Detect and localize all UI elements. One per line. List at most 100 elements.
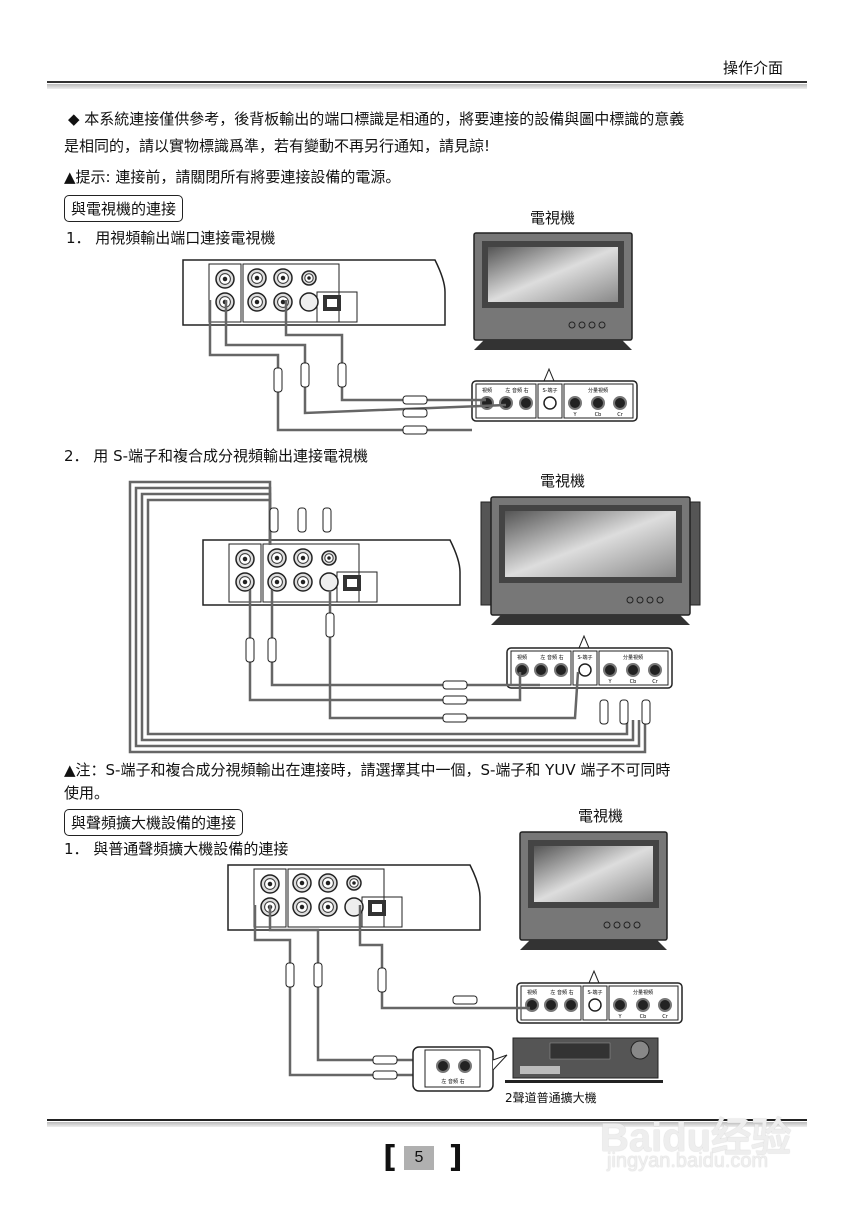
amp-buttons — [520, 1066, 560, 1074]
tv-label-3: 電視機 — [578, 807, 624, 825]
tv-label-2: 電視機 — [540, 472, 586, 490]
section-title-amp: 與聲頻擴大機設備的連接 — [64, 809, 244, 836]
rca-plug-icon — [245, 637, 255, 663]
tv-stand — [474, 340, 632, 350]
plug-body — [285, 962, 295, 988]
rca-plug-icon — [442, 713, 468, 723]
jack-label: Cb — [595, 412, 602, 418]
rca-jack-icon — [613, 396, 627, 410]
tip-text: ▲提示: 連接前，請關閉所有將要連接設備的電源。 — [64, 168, 401, 186]
jack-label: 分量視頻 — [588, 387, 608, 394]
tv-icon — [519, 831, 668, 950]
group — [424, 1049, 481, 1088]
plug-body — [322, 507, 332, 533]
rca-plug-icon — [377, 967, 387, 993]
rca-jack-icon — [554, 663, 568, 677]
plug-body — [273, 367, 283, 393]
plug-body — [267, 637, 277, 663]
rca-plug-icon — [269, 507, 279, 533]
plug-body — [245, 637, 255, 663]
panel-outline — [202, 539, 461, 606]
tv-stand — [520, 940, 667, 950]
cable — [284, 300, 486, 402]
jack-label: Cr — [652, 679, 658, 685]
rca-plug-icon — [599, 699, 609, 725]
rca-pin — [274, 555, 280, 561]
cable — [268, 905, 460, 1062]
plug-body — [269, 507, 279, 533]
plug-body — [372, 1070, 398, 1080]
rca-jack-icon — [515, 663, 529, 677]
cable — [208, 300, 472, 432]
header-rule-shade — [47, 84, 807, 89]
group — [537, 383, 563, 419]
tv-screen — [488, 247, 618, 302]
tv-button — [636, 596, 644, 604]
player-rear-panel — [227, 864, 481, 931]
rca-pin — [327, 556, 331, 560]
group — [510, 650, 572, 686]
rca-pin — [300, 579, 306, 585]
rca-pin — [300, 555, 306, 561]
rca-jack-icon — [591, 396, 605, 410]
callout-pointer — [492, 1054, 508, 1071]
cable — [248, 590, 522, 702]
group — [582, 985, 608, 1021]
rca-jack-icon — [458, 1059, 472, 1073]
rca-plug-icon — [641, 699, 651, 725]
rca-jack-icon — [436, 1059, 450, 1073]
rca-pin — [280, 299, 286, 305]
svideo-jack-icon — [543, 396, 557, 410]
group — [598, 650, 669, 686]
rca-pin — [280, 275, 286, 281]
cable — [146, 498, 629, 736]
rca-jack-icon — [499, 396, 513, 410]
rca-pin — [242, 579, 248, 585]
rca-jack-icon — [519, 396, 533, 410]
rca-plug-icon — [442, 680, 468, 690]
tv-screen — [534, 846, 653, 902]
svideo-port-icon — [319, 572, 339, 592]
rca-pin — [254, 299, 260, 305]
plug-body — [402, 425, 428, 435]
plug-body — [442, 713, 468, 723]
jack-label: S-端子 — [588, 989, 603, 996]
tv-button — [646, 596, 654, 604]
plug-body — [300, 362, 310, 388]
rca-plug-icon — [337, 362, 347, 388]
rca-jack-icon — [603, 663, 617, 677]
rca-plug-icon — [372, 1055, 398, 1065]
tv-button — [578, 321, 586, 329]
jack-label: Cb — [630, 679, 637, 685]
footer-rule — [47, 1119, 807, 1121]
header-section-title: 操作介面 — [722, 59, 783, 77]
svideo-port-icon — [299, 292, 319, 312]
rca-pin — [254, 275, 260, 281]
player-rear-panel — [182, 259, 446, 326]
rca-plug-icon — [300, 362, 310, 388]
jack-label: 分量視頻 — [623, 654, 643, 661]
port-group — [242, 263, 340, 323]
rca-jack-icon — [648, 663, 662, 677]
rca-jack-icon — [568, 396, 582, 410]
jack-label: S-端子 — [543, 387, 558, 394]
jack-label: 左 音頻 右 — [540, 654, 563, 661]
group — [572, 650, 598, 686]
rca-plug-icon — [619, 699, 629, 725]
plug-body — [337, 362, 347, 388]
rca-pin — [307, 276, 311, 280]
rca-pin — [325, 880, 331, 886]
amp-display — [549, 1042, 611, 1060]
watermark-brand: Baidu经验 — [600, 1116, 792, 1160]
jack-label: Cr — [617, 412, 623, 418]
rca-plug-icon — [442, 695, 468, 705]
callout-pointer — [588, 969, 600, 984]
rca-pin — [352, 881, 356, 885]
rca-plug-icon — [325, 612, 335, 638]
tv-stand — [491, 615, 690, 625]
plug-body — [442, 680, 468, 690]
rca-pin — [274, 579, 280, 585]
group — [563, 383, 634, 419]
tv-button — [623, 921, 631, 929]
